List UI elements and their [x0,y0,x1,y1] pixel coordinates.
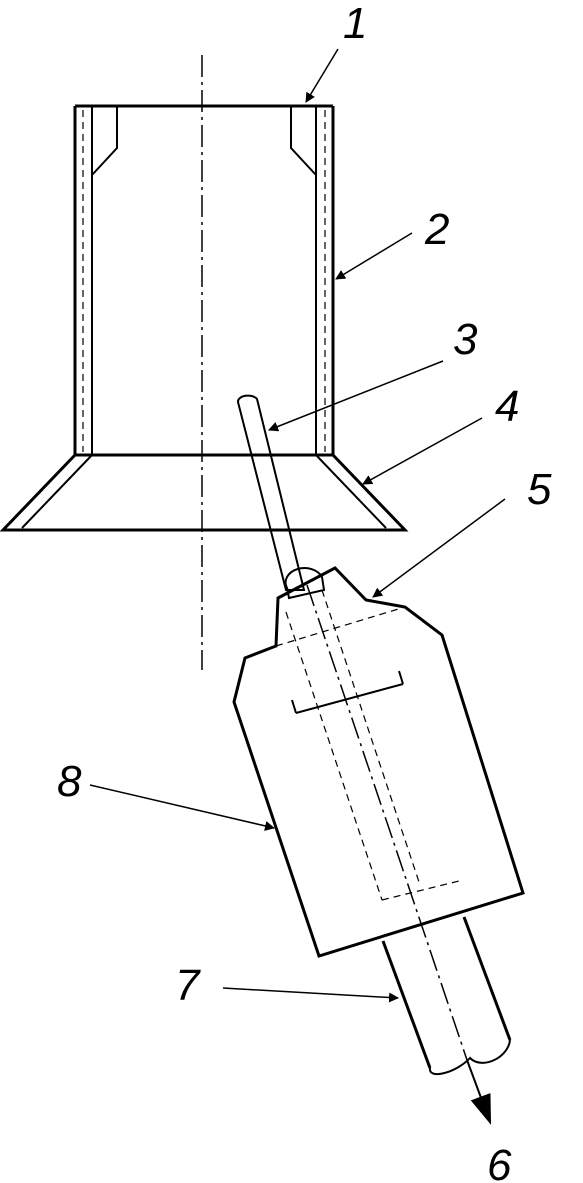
holder-body [232,566,525,1061]
label-5: 5 [527,465,552,514]
label-3: 3 [453,315,478,364]
leader-7 [222,987,399,1003]
label-4: 4 [495,382,519,431]
rod [237,394,306,591]
label-6: 6 [487,1141,512,1183]
label-7: 7 [175,961,201,1010]
leader-1 [305,48,339,103]
shaft [381,916,512,1076]
leader-3 [268,360,444,432]
tube-body [73,104,335,455]
label-2: 2 [424,205,449,254]
leader-4 [362,417,483,485]
tube-top-chamfer [91,106,317,176]
leader-5 [372,498,506,598]
label-1: 1 [343,0,367,48]
leader-8 [89,784,275,831]
direction-arrow [466,1059,492,1125]
flange [0,453,409,532]
label-8: 8 [57,757,82,806]
leader-2 [335,232,413,280]
